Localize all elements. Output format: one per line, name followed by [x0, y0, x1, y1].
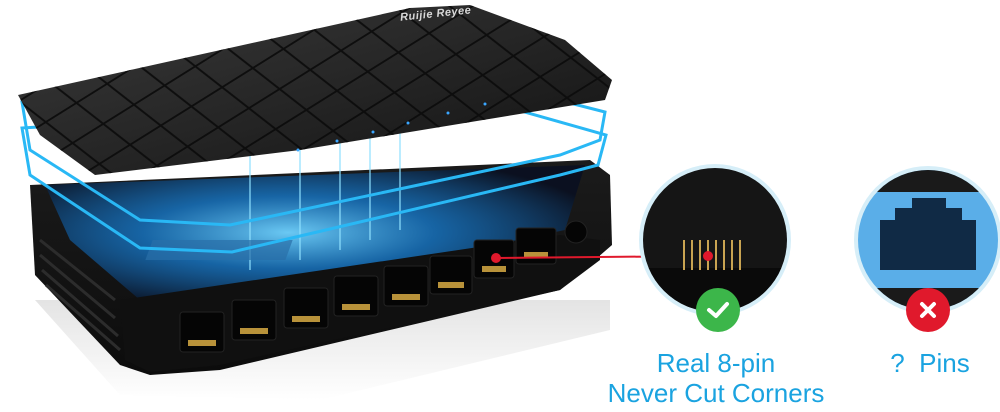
- x-badge: [906, 288, 950, 332]
- unknown-pins-zoom: [854, 166, 1000, 314]
- caption-line1: Real 8-pin: [656, 348, 776, 378]
- ethernet-ports: [179, 220, 588, 353]
- unknown-pins-caption: ? Pins: [890, 348, 970, 378]
- x-icon: [920, 302, 936, 318]
- real-8pin-caption: Real 8-pin Never Cut Corners: [596, 348, 836, 408]
- real-8pin-zoom: [639, 164, 791, 316]
- check-icon: [707, 302, 729, 318]
- caption-line2: Never Cut Corners: [607, 378, 825, 408]
- check-badge: [696, 288, 740, 332]
